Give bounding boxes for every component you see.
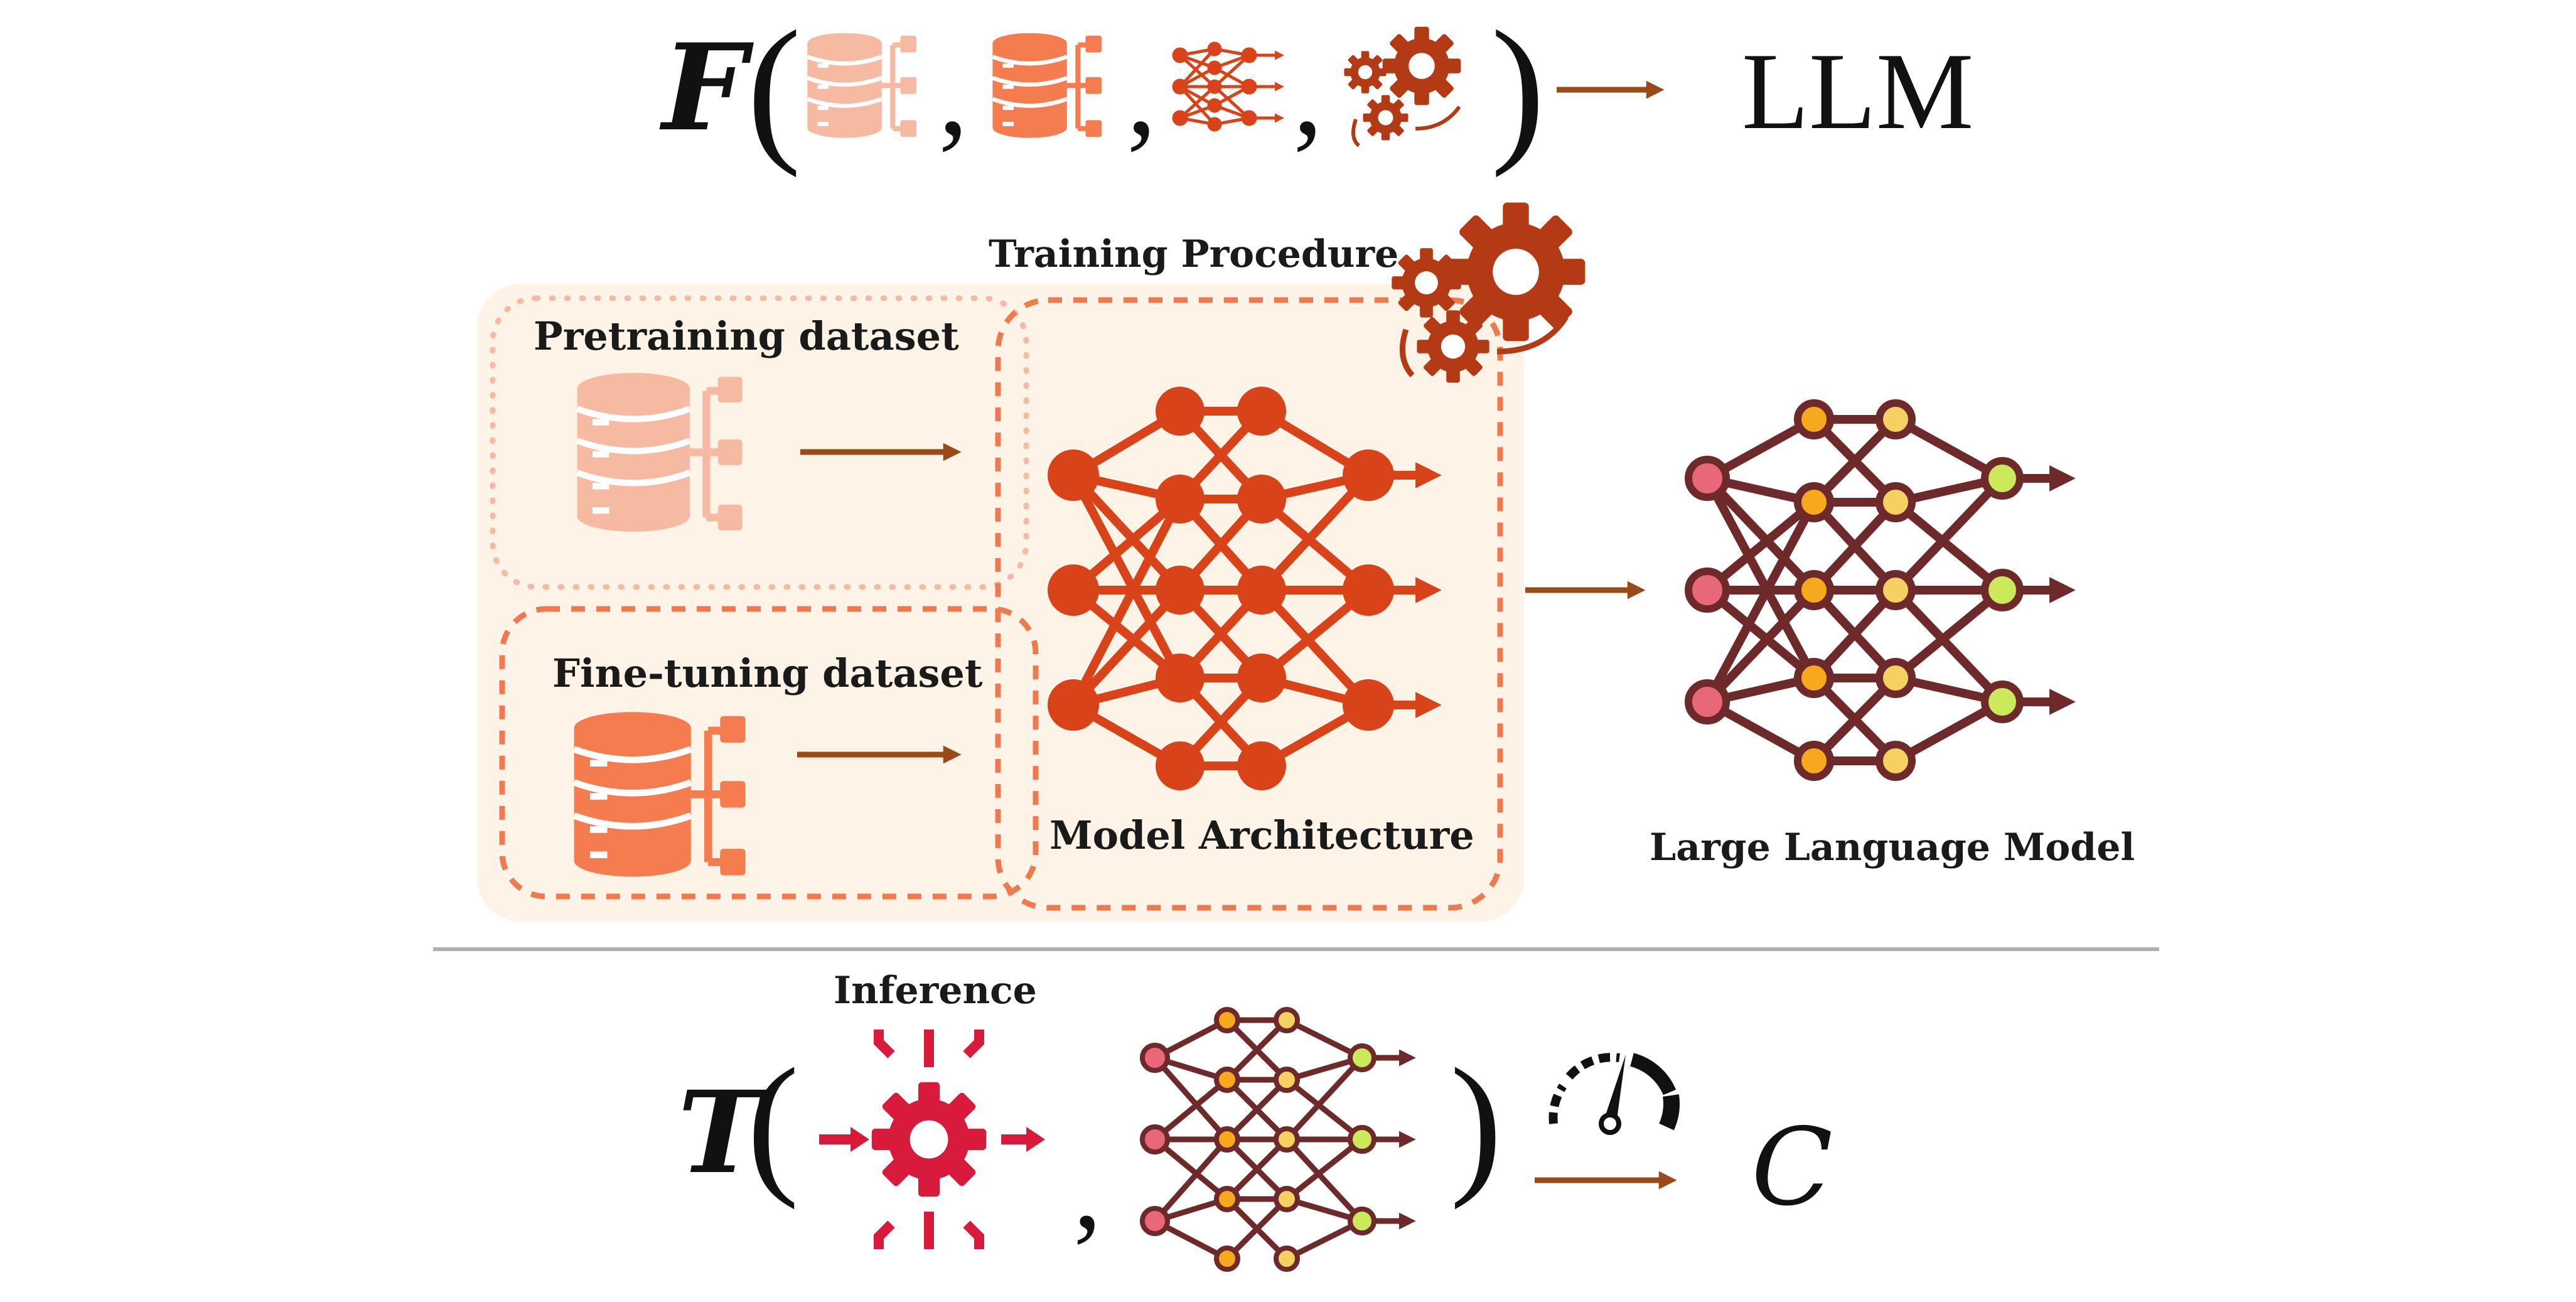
formula-top-comma-2: , (1127, 28, 1157, 160)
formula-top-func: F (662, 18, 747, 158)
formula-bottom-comma: , (1073, 1127, 1102, 1252)
formula-top-comma-3: , (1293, 28, 1323, 160)
inference-gear-icon (819, 1030, 1045, 1249)
finetune-database-icon-top (992, 33, 1102, 138)
neural-network-icon-architecture (1048, 387, 1442, 790)
model-architecture-label: Model Architecture (1049, 812, 1474, 858)
gear-icon-training (1392, 202, 1586, 383)
formula-top-open-paren: ( (747, 0, 802, 178)
pretraining-dataset-label: Pretraining dataset (534, 313, 959, 359)
neural-network-icon-llm (1685, 399, 2076, 781)
inference-label: Inference (834, 969, 1037, 1013)
pretrain-database-icon-top (807, 33, 916, 138)
pretraining-region (490, 295, 1029, 590)
formula-top-comma-1: , (938, 28, 969, 160)
gear-icon-top (1344, 26, 1461, 148)
large-language-model-label: Large Language Model (1650, 826, 2135, 869)
architecture-region (995, 297, 1503, 911)
neural-network-icon-bottom (1140, 1007, 1416, 1272)
formula-bottom-close-paren: ) (1450, 1036, 1503, 1210)
speedometer-icon (1548, 1053, 1680, 1135)
formula-bottom-result: C (1751, 1106, 1833, 1230)
formula-top-result: LLM (1742, 30, 1974, 152)
training-procedure-label: Training Procedure (989, 232, 1399, 276)
formula-bottom-func: T (678, 1067, 762, 1199)
finetuning-region (499, 606, 1039, 900)
finetuning-dataset-label: Fine-tuning dataset (552, 650, 983, 696)
neural-network-icon-top (1172, 41, 1284, 132)
formula-bottom-open-paren: ( (747, 1036, 800, 1210)
formula-top-close-paren: ) (1491, 0, 1545, 178)
